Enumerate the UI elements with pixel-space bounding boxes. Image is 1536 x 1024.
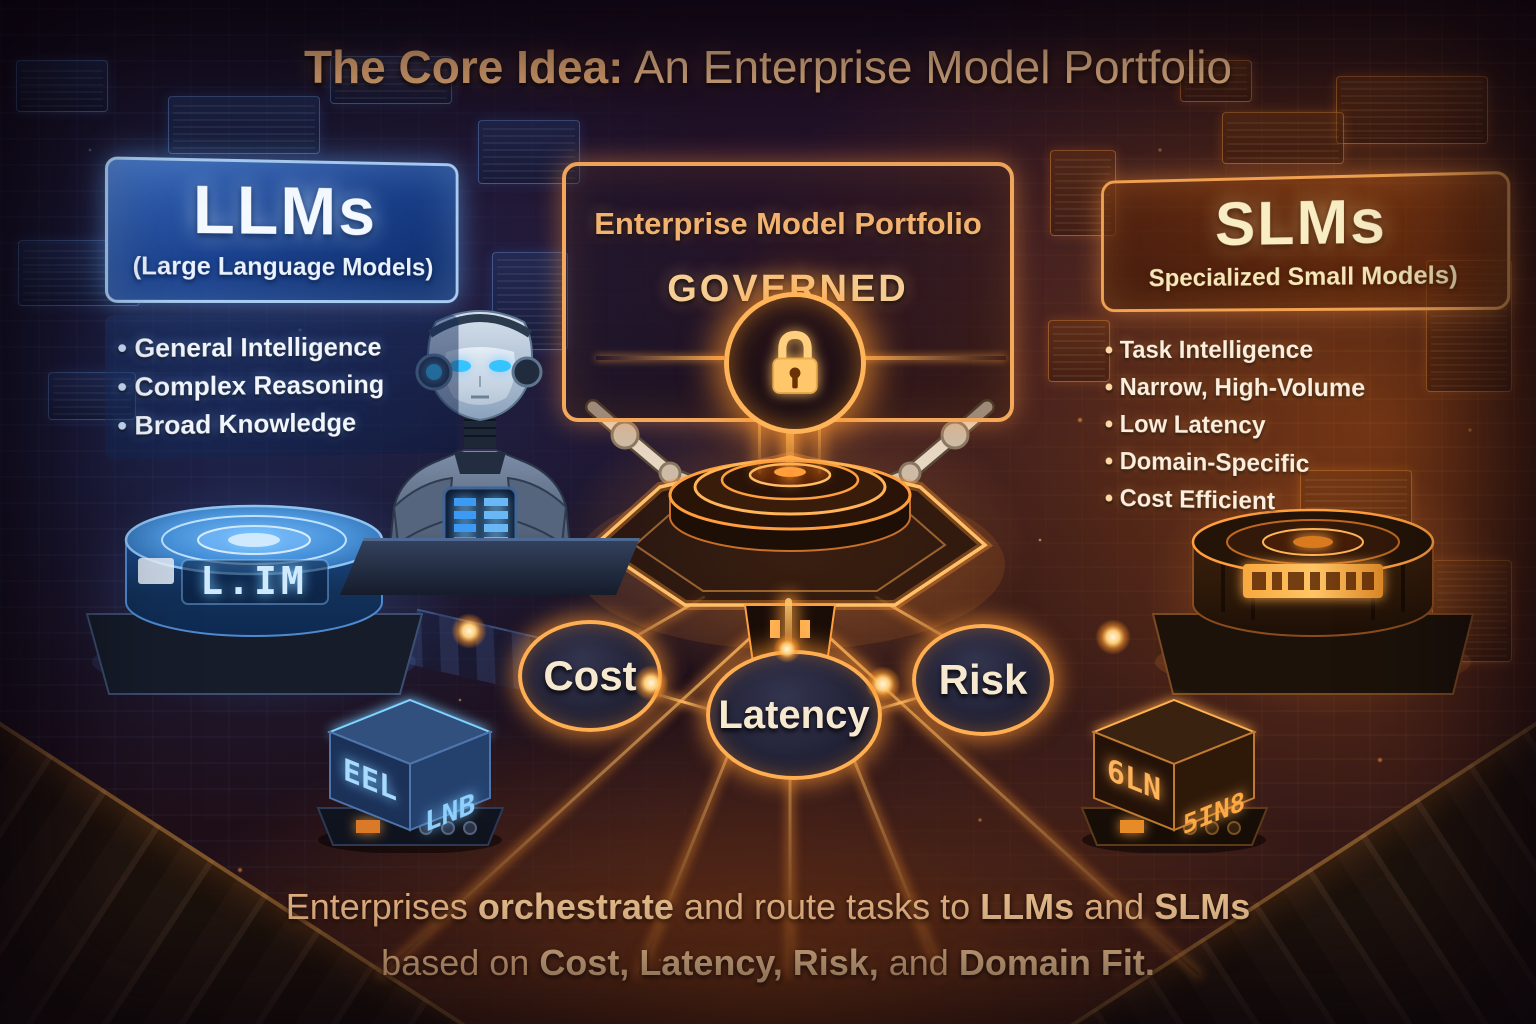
llm-machine-display xyxy=(138,558,174,584)
core-discs xyxy=(668,458,912,552)
latency-node: Latency xyxy=(706,650,882,780)
slm-bullet-list: Task Intelligence Narrow, High-Volume Lo… xyxy=(1101,320,1510,537)
lock-beam-side xyxy=(758,422,761,474)
background-screen xyxy=(1048,320,1110,382)
lock-beam-side xyxy=(818,422,821,474)
caption-segment: SLMs xyxy=(1154,886,1251,927)
lock-beam xyxy=(786,422,794,480)
caption-segment: and xyxy=(1074,886,1155,927)
robot-eye-right xyxy=(489,360,511,372)
background-screen xyxy=(330,56,452,104)
caption-segment: Enterprises xyxy=(285,886,478,927)
llm-panel-box: LLMs (Large Language Models) xyxy=(104,156,459,304)
background-screen xyxy=(478,120,580,184)
slm-crate: 6LN 5IN8 xyxy=(1080,698,1269,853)
cost-node-label: Cost xyxy=(543,652,637,699)
page-title-lead: The Core Idea: xyxy=(303,41,624,93)
background-screen xyxy=(1222,112,1344,164)
glow-spark xyxy=(451,613,487,649)
slm-heading: SLMs xyxy=(1214,187,1388,260)
lock-icon xyxy=(772,330,818,394)
slm-bullet: Cost Efficient xyxy=(1105,484,1506,521)
glow-spark xyxy=(1095,619,1131,655)
caption-line-2: based on Cost, Latency, Risk, and Domain… xyxy=(0,942,1536,984)
caption-segment: and xyxy=(878,942,959,983)
llm-bullet: Broad Knowledge xyxy=(117,406,447,442)
background-screen xyxy=(1180,60,1252,102)
lock-connector-left xyxy=(596,356,724,360)
llm-heading: LLMs xyxy=(192,171,377,250)
page-title-rest: An Enterprise Model Portfolio xyxy=(623,41,1233,93)
latency-node-label: Latency xyxy=(718,692,870,737)
llm-bullet: Complex Reasoning xyxy=(117,369,447,404)
slm-bullet: Task Intelligence xyxy=(1105,335,1506,365)
caption-segment: LLMs xyxy=(980,886,1075,927)
robot-console-desk xyxy=(340,538,640,595)
llm-cylinder-label: L.IM xyxy=(200,559,308,603)
lock-connector-right xyxy=(856,356,1006,360)
slm-panel: SLMs Specialized Small Models) Task Inte… xyxy=(1101,170,1511,537)
page-title: The Core Idea: An Enterprise Model Portf… xyxy=(0,40,1536,94)
glow-spark xyxy=(633,665,669,701)
caption-line-1: Enterprises orchestrate and route tasks … xyxy=(0,886,1536,928)
latency-beam xyxy=(785,598,792,660)
slm-bullet: Narrow, High-Volume xyxy=(1105,373,1506,404)
governance-lock-ring xyxy=(724,292,866,434)
risk-node-label: Risk xyxy=(938,656,1028,703)
background-screen xyxy=(16,60,108,112)
llm-core-machine: L.IM xyxy=(85,504,424,695)
background-screen xyxy=(168,96,320,154)
llm-bullet: General Intelligence xyxy=(117,331,447,364)
slm-panel-box: SLMs Specialized Small Models) xyxy=(1101,170,1511,313)
caption-segment: Cost, Latency, Risk, xyxy=(539,942,879,983)
slm-core-machine xyxy=(1151,508,1475,695)
llm-crate: EEL LNB xyxy=(316,698,505,853)
caption-segment: based on xyxy=(381,942,540,983)
llm-bullet-list: General Intelligence Complex Reasoning B… xyxy=(104,314,459,460)
caption-segment: Domain Fit. xyxy=(958,942,1155,983)
background-screen xyxy=(1336,76,1488,144)
risk-node: Risk xyxy=(912,624,1054,736)
caption-segment: orchestrate xyxy=(477,886,674,927)
slm-subheading: Specialized Small Models) xyxy=(1148,261,1458,293)
glow-spark xyxy=(773,635,801,663)
glow-spark xyxy=(865,666,901,702)
governance-title: Enterprise Model Portfolio xyxy=(594,206,982,241)
slm-bullet: Domain-Specific xyxy=(1105,447,1506,482)
caption-segment: and route tasks to xyxy=(673,886,981,927)
slm-bullet: Low Latency xyxy=(1105,410,1506,443)
llm-subheading: (Large Language Models) xyxy=(132,251,434,282)
llm-panel: LLMs (Large Language Models) General Int… xyxy=(104,156,459,460)
